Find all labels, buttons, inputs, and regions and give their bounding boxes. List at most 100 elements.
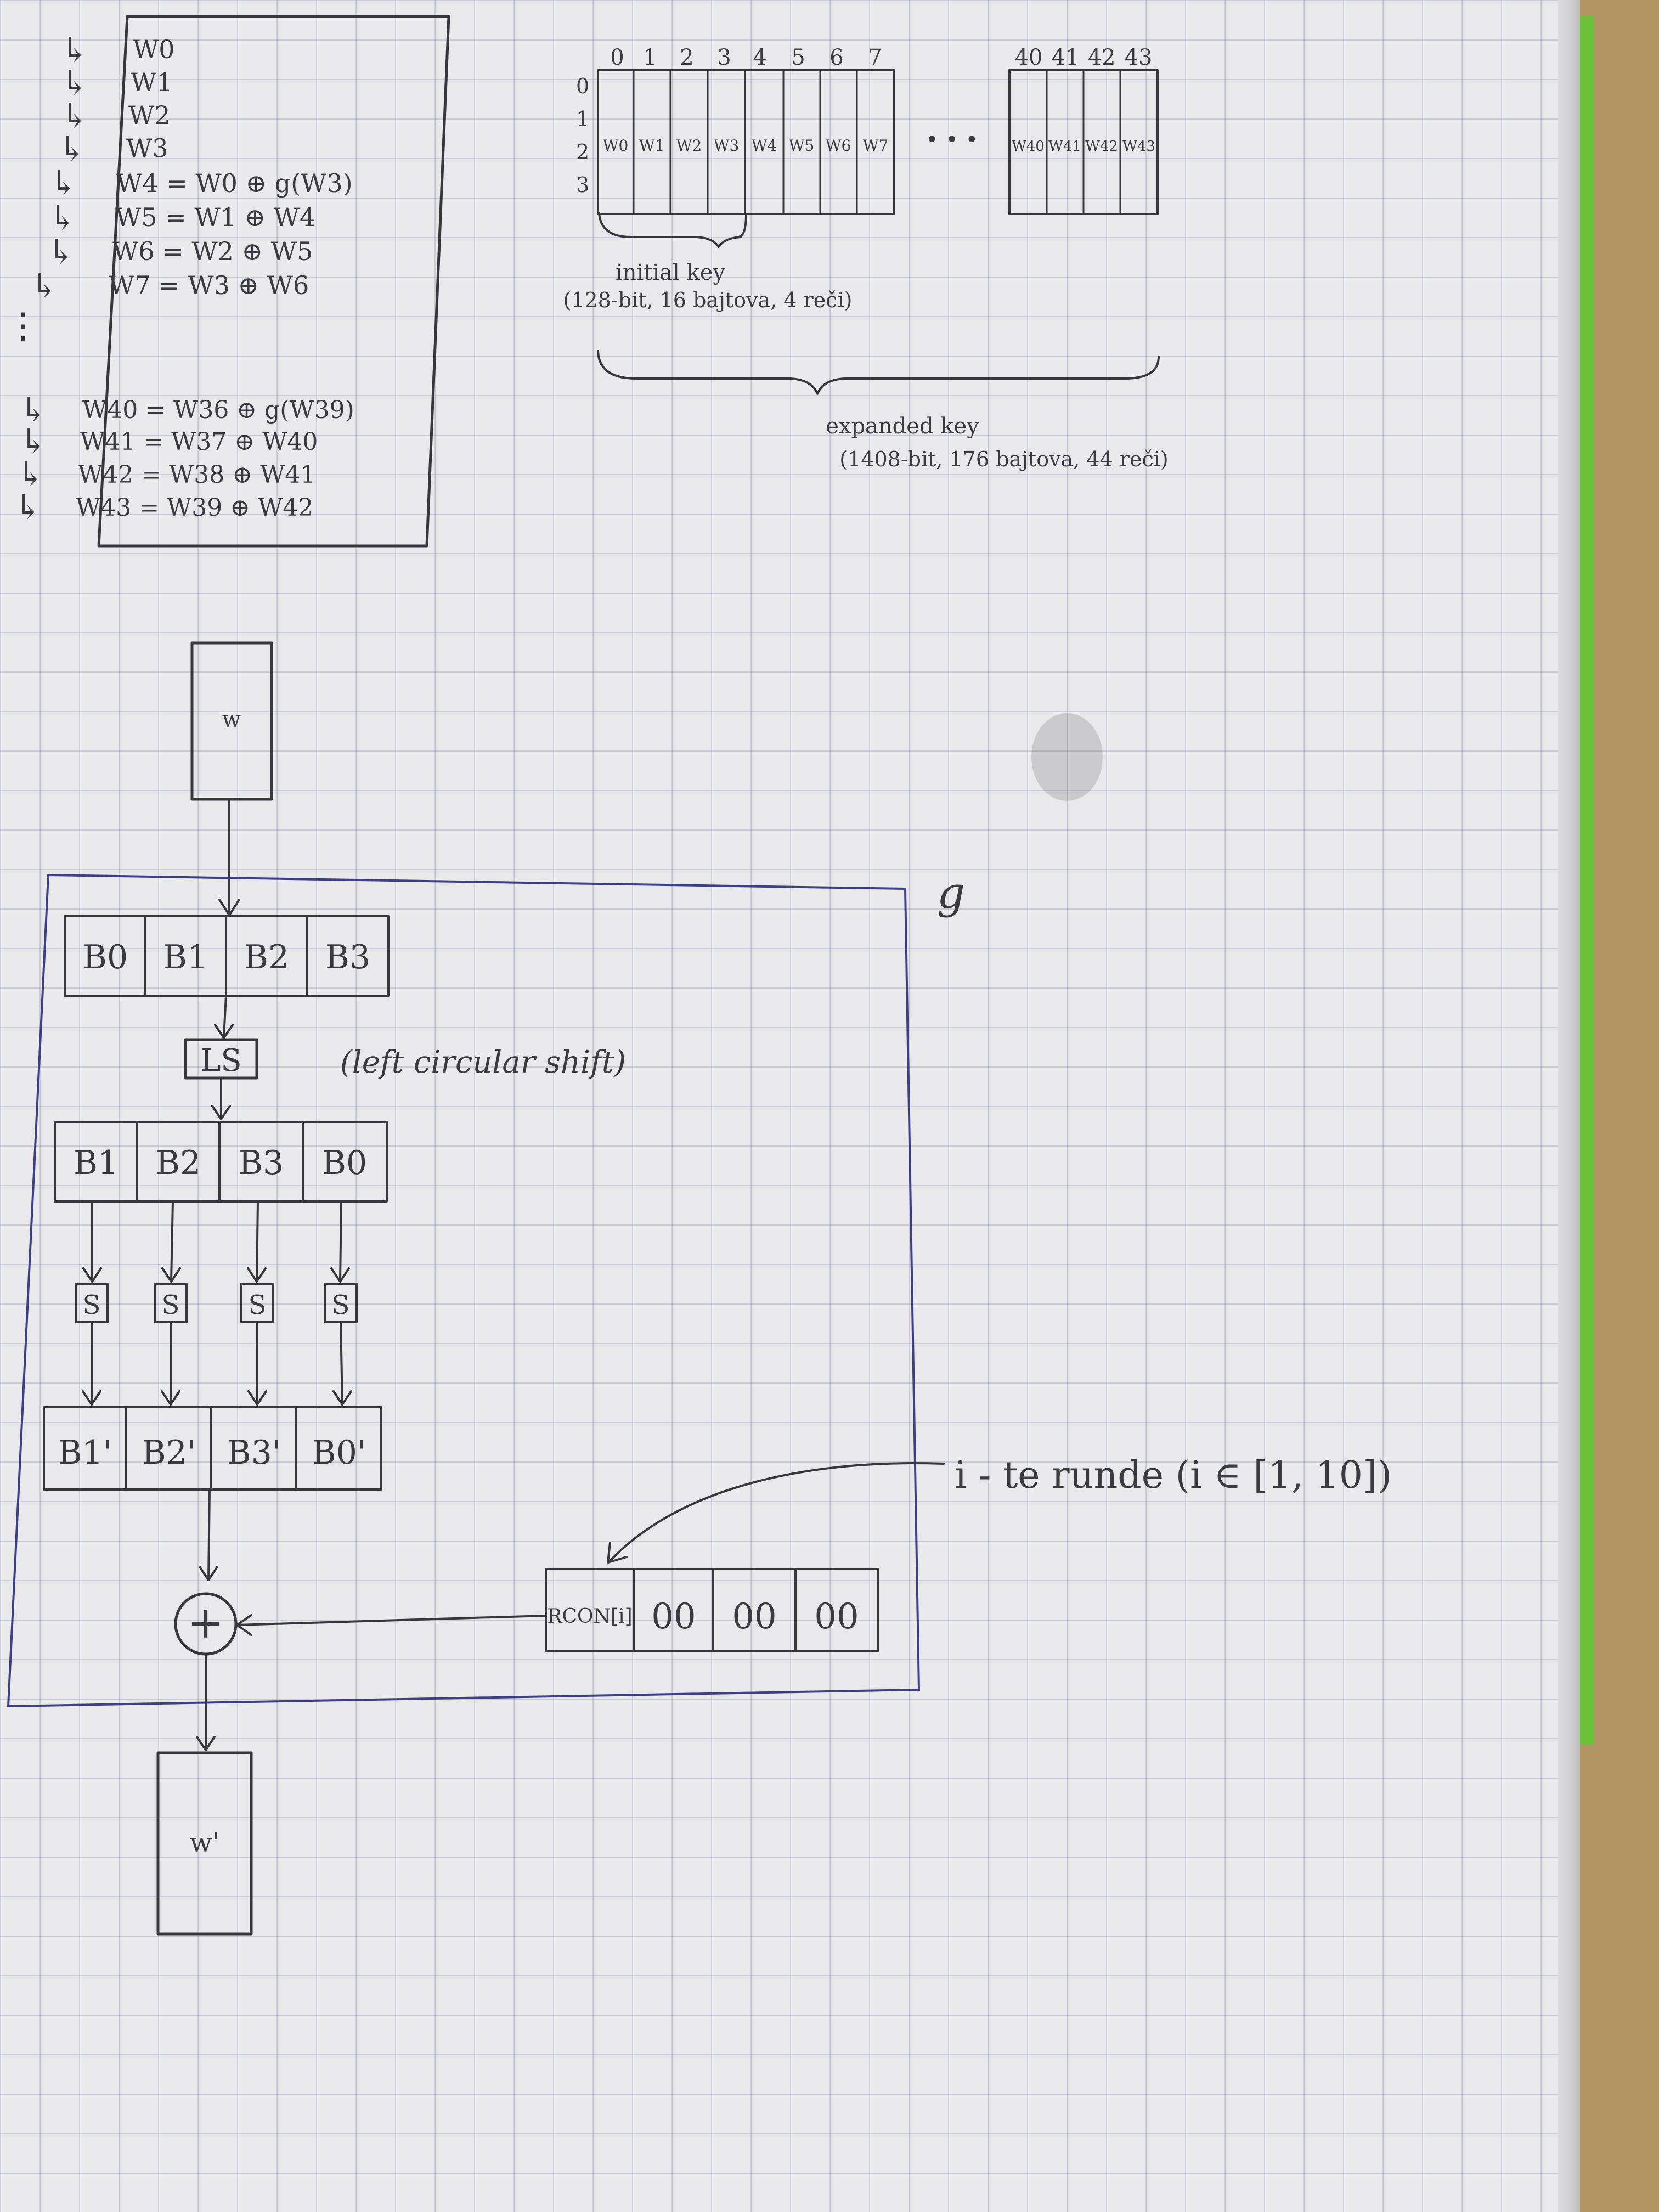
key-word: W6 <box>826 137 851 155</box>
row-number: 0 <box>576 74 589 98</box>
initial-key-label: initial key <box>616 260 725 285</box>
g-function-box <box>7 873 921 1708</box>
key-word: W4 <box>752 137 777 155</box>
schedule-line: W3 <box>126 133 168 163</box>
schedule-divider <box>98 15 128 547</box>
schedule-line: W2 <box>128 100 171 130</box>
rcon-zero: 00 <box>732 1596 776 1637</box>
byte-in: B0 <box>83 938 128 977</box>
bytes-sub-row <box>43 1406 382 1491</box>
expanded-key-note: (1408-bit, 176 bajtova, 44 reči) <box>839 447 1168 471</box>
rcon-row <box>545 1568 879 1652</box>
sbox-label: S <box>332 1290 350 1321</box>
byte-shifted: B2 <box>156 1144 201 1182</box>
schedule-line: W40 = W36 ⊕ g(W39) <box>82 396 354 424</box>
round-note-arrow <box>609 1462 945 1562</box>
schedule-arrow: ↳ <box>19 421 48 461</box>
byte-sub: B2' <box>142 1434 196 1472</box>
page-edges <box>1558 0 1580 2212</box>
sbox-label: S <box>83 1290 101 1321</box>
initial-key-note: (128-bit, 16 bajtova, 4 reči) <box>563 288 853 312</box>
schedule-line: W6 = W2 ⊕ W5 <box>112 236 313 266</box>
byte-sub: B1' <box>58 1434 112 1472</box>
input-w-label: w <box>222 707 241 732</box>
column-number: 6 <box>830 45 843 70</box>
smudge <box>1031 713 1103 801</box>
schedule-arrow: ↳ <box>47 232 75 272</box>
green-cover-edge <box>1580 16 1594 1745</box>
column-number: 41 <box>1052 45 1080 70</box>
xor-symbol: + <box>187 1597 224 1648</box>
key-array: 0 1 2 3 4 5 6 7 40 41 42 43 0 1 2 3 W0 W… <box>563 45 1169 471</box>
schedule-line: W0 <box>133 35 175 64</box>
bytes-shifted-row <box>54 1121 388 1203</box>
column-number: 1 <box>643 45 657 70</box>
output-w-box <box>156 1751 253 1936</box>
ls-note: (left circular shift) <box>340 1045 626 1080</box>
row-number: 2 <box>576 140 589 164</box>
column-number: 4 <box>753 45 766 70</box>
key-array-dots: • • • <box>926 127 978 153</box>
column-number: 0 <box>610 45 624 70</box>
byte-shifted: B3 <box>239 1144 284 1182</box>
input-w-box <box>190 641 273 801</box>
schedule-line: W1 <box>131 67 173 97</box>
schedule-arrow: ↳ <box>16 454 45 494</box>
byte-shifted: B0 <box>322 1144 367 1182</box>
schedule-line: W7 = W3 ⊕ W6 <box>109 270 309 300</box>
schedule-arrow: ↳ <box>14 487 42 527</box>
key-schedule-list: ↳ ↳ ↳ ↳ ↳ ↳ ↳ ↳ W0 W1 W2 W3 W4 = W0 ⊕ g(… <box>5 15 450 548</box>
byte-sub: B3' <box>227 1434 281 1472</box>
rcon-label: RCON[i] <box>547 1605 632 1628</box>
schedule-arrow: ↳ <box>30 266 59 306</box>
key-word: W5 <box>789 137 815 155</box>
output-w-label: w' <box>190 1827 219 1858</box>
key-word: W40 <box>1012 138 1045 155</box>
sbox-label: S <box>162 1290 180 1321</box>
byte-sub: B0' <box>312 1434 366 1472</box>
column-number: 7 <box>868 45 882 70</box>
row-number: 1 <box>576 107 589 131</box>
byte-shifted: B1 <box>74 1144 119 1182</box>
schedule-line: W42 = W38 ⊕ W41 <box>78 461 315 489</box>
ls-label: LS <box>200 1043 242 1079</box>
column-number: 5 <box>791 45 805 70</box>
schedule-line: W43 = W39 ⊕ W42 <box>76 494 313 522</box>
rcon-zero: 00 <box>651 1596 696 1637</box>
key-word: W0 <box>603 137 629 155</box>
schedule-arrow: ↳ <box>60 30 89 70</box>
sbox-label: S <box>249 1290 267 1321</box>
notebook-page <box>0 0 1580 2212</box>
schedule-arrow: ↳ <box>49 163 78 203</box>
schedule-arrow: ↳ <box>60 95 89 136</box>
schedule-arrow: ↳ <box>58 128 86 168</box>
key-word: W7 <box>863 137 889 155</box>
g-function-diagram: w g B0 B1 B2 B3 LS (left circular shift)… <box>7 641 1392 1936</box>
expanded-key-brace <box>597 350 1160 395</box>
byte-in: B3 <box>325 938 370 977</box>
key-word: W2 <box>676 137 702 155</box>
byte-in: B2 <box>244 938 289 977</box>
key-word: W41 <box>1048 138 1081 155</box>
key-word: W42 <box>1085 138 1118 155</box>
key-word: W43 <box>1122 138 1155 155</box>
schedule-line: W4 = W0 ⊕ g(W3) <box>116 168 353 198</box>
key-word: W3 <box>714 137 740 155</box>
key-word: W1 <box>639 137 665 155</box>
column-number: 3 <box>717 45 731 70</box>
schedule-arrow: ↳ <box>19 390 48 430</box>
row-number: 3 <box>576 173 589 197</box>
schedule-arrow: ↳ <box>48 198 77 238</box>
schedule-line: W5 = W1 ⊕ W4 <box>115 202 315 232</box>
column-number: 2 <box>680 45 693 70</box>
round-note: i - te runde (i ∈ [1, 10]) <box>955 1454 1392 1497</box>
byte-in: B1 <box>163 938 208 977</box>
schedule-line: W41 = W37 ⊕ W40 <box>80 428 318 456</box>
expanded-key-label: expanded key <box>826 414 979 439</box>
column-number: 40 <box>1015 45 1043 70</box>
schedule-ellipsis: ⋮ <box>5 306 41 346</box>
column-number: 42 <box>1088 45 1116 70</box>
schedule-arrow: ↳ <box>60 63 89 103</box>
column-number: 43 <box>1125 45 1153 70</box>
